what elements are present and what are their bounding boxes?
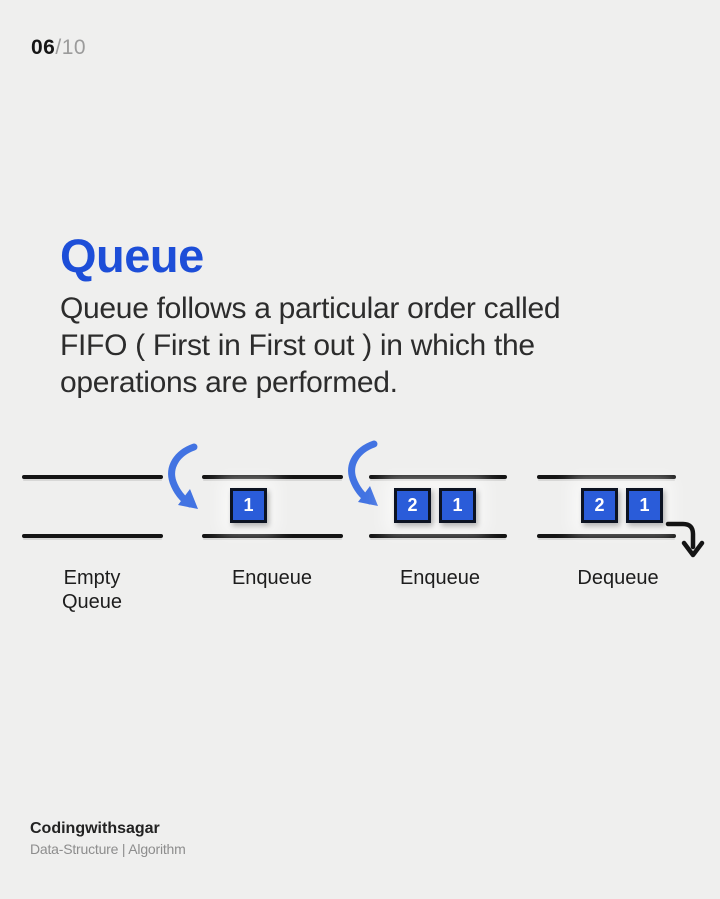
description-line-3: operations are performed. [60, 366, 398, 399]
queue-top-line [202, 475, 343, 479]
stage-enqueue-1: 1 [202, 440, 343, 575]
description-line-1: Queue follows a particular order called [60, 292, 561, 325]
queue-bottom-line [22, 534, 163, 538]
enqueue-arrow-icon [168, 443, 198, 509]
queue-item-box: 2 [394, 488, 431, 523]
queue-item-box: 1 [626, 488, 663, 523]
description: Queue follows a particular order called … [60, 290, 561, 401]
page-current: 06 [31, 36, 56, 59]
dequeue-arrow-icon [665, 521, 705, 558]
page-indicator: 06/10 [31, 36, 86, 60]
description-line-2: FIFO ( First in First out ) in which the [60, 329, 535, 362]
queue-top-line [369, 475, 507, 479]
queue-item-box: 1 [439, 488, 476, 523]
queue-bottom-line [537, 534, 676, 538]
queue-items: 2 1 [394, 488, 476, 523]
queue-diagram: 1 2 1 2 1 [0, 440, 720, 660]
brand-tagline: Data-Structure | Algorithm [30, 841, 186, 857]
stage-dequeue: 2 1 [537, 440, 676, 575]
queue-bottom-line [369, 534, 507, 538]
stage-label-empty-queue: Empty Queue [61, 567, 123, 613]
queue-top-line [537, 475, 676, 479]
stage-enqueue-2: 2 1 [369, 440, 507, 575]
queue-item-box: 2 [581, 488, 618, 523]
queue-bottom-line [202, 534, 343, 538]
footer: Codingwithsagar Data-Structure | Algorit… [30, 820, 186, 857]
stage-empty-queue [22, 440, 163, 575]
stage-label-enqueue-2: Enqueue [399, 567, 481, 589]
page-total: /10 [55, 36, 87, 59]
stage-label-dequeue: Dequeue [577, 567, 659, 589]
queue-items: 2 1 [581, 488, 663, 523]
page-title: Queue [60, 229, 204, 282]
queue-top-line [22, 475, 163, 479]
brand-name: Codingwithsagar [30, 820, 160, 837]
enqueue-arrow-icon [348, 440, 378, 506]
queue-items: 1 [230, 488, 267, 523]
queue-item-box: 1 [230, 488, 267, 523]
stage-label-enqueue-1: Enqueue [231, 567, 313, 589]
